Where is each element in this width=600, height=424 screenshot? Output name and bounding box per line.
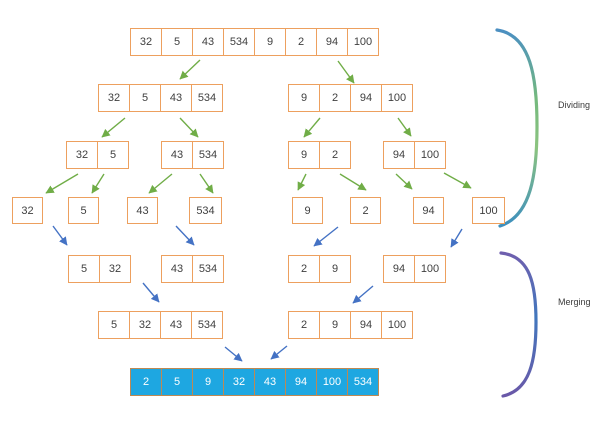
array-cell: 5 xyxy=(98,311,130,339)
array-cell: 9 xyxy=(254,28,286,56)
array-cell: 43 xyxy=(161,141,193,169)
array-cell: 94 xyxy=(383,255,415,283)
merge-arrow xyxy=(224,346,243,362)
array-cell: 9 xyxy=(319,255,351,283)
array-cell: 94 xyxy=(350,84,382,112)
array-cell: 5 xyxy=(97,141,129,169)
array-cell: 100 xyxy=(347,28,379,56)
dividing-label: Dividing xyxy=(558,100,591,110)
array-cell: 100 xyxy=(381,311,413,339)
array-cell: 32 xyxy=(99,255,131,283)
array-cell: 2 xyxy=(319,141,351,169)
array-cell: 32 xyxy=(130,28,162,56)
array-cell: 534 xyxy=(191,311,223,339)
array-cell: 534 xyxy=(192,255,224,283)
array-cell: 2 xyxy=(130,368,162,396)
single-box: 94 xyxy=(413,197,444,224)
single-box: 32 xyxy=(12,197,43,224)
array-cell: 9 xyxy=(288,141,320,169)
array-cell: 32 xyxy=(223,368,255,396)
divide-arrow xyxy=(337,60,355,84)
merge-arrow xyxy=(270,345,288,360)
array-cell: 534 xyxy=(223,28,255,56)
array-cell: 43 xyxy=(161,255,193,283)
divide-arrow xyxy=(179,59,201,80)
array-cell: 94 xyxy=(316,28,348,56)
divide-arrow xyxy=(179,117,199,138)
divide-arrow xyxy=(91,173,105,194)
divide-arrow xyxy=(443,172,472,189)
array-cell: 5 xyxy=(129,84,161,112)
single-box: 9 xyxy=(292,197,323,224)
merging-brace xyxy=(499,251,538,398)
divide-arrow xyxy=(199,173,214,194)
array-cell: 43 xyxy=(254,368,286,396)
array-cell: 32 xyxy=(98,84,130,112)
array-cell: 534 xyxy=(347,368,379,396)
array-cell: 5 xyxy=(161,368,193,396)
array-cell: 9 xyxy=(288,84,320,112)
array-cell: 32 xyxy=(66,141,98,169)
array-cell: 2 xyxy=(288,311,320,339)
array-cell: 32 xyxy=(129,311,161,339)
merge-arrow xyxy=(352,285,374,304)
array-cell: 534 xyxy=(192,141,224,169)
divide-arrow xyxy=(339,173,367,191)
array-cell: 100 xyxy=(381,84,413,112)
divide-arrow xyxy=(297,173,307,191)
array-cell: 9 xyxy=(319,311,351,339)
array-cell: 2 xyxy=(285,28,317,56)
array-cell: 2 xyxy=(319,84,351,112)
divide-arrow xyxy=(303,117,321,138)
array-cell: 534 xyxy=(191,84,223,112)
array-cell: 5 xyxy=(161,28,193,56)
array-cell: 9 xyxy=(192,368,224,396)
single-box: 43 xyxy=(127,197,158,224)
array-cell: 43 xyxy=(160,84,192,112)
array-cell: 43 xyxy=(160,311,192,339)
divide-arrow xyxy=(101,117,126,138)
array-cell: 5 xyxy=(68,255,100,283)
array-cell: 94 xyxy=(350,311,382,339)
array-cell: 100 xyxy=(414,255,446,283)
single-box: 2 xyxy=(350,197,381,224)
single-box: 5 xyxy=(68,197,99,224)
single-box: 534 xyxy=(189,197,222,224)
array-cell: 2 xyxy=(288,255,320,283)
divide-arrow xyxy=(397,117,412,137)
divide-arrow xyxy=(148,173,173,194)
array-cell: 100 xyxy=(316,368,348,396)
merge-arrow xyxy=(175,225,195,246)
merge-arrow xyxy=(450,228,463,248)
merge-arrow xyxy=(313,226,339,247)
merging-label: Merging xyxy=(558,297,591,307)
array-cell: 94 xyxy=(383,141,415,169)
array-cell: 43 xyxy=(192,28,224,56)
single-box: 100 xyxy=(472,197,505,224)
divide-arrow xyxy=(45,173,79,194)
divide-arrow xyxy=(395,173,413,190)
merge-arrow xyxy=(142,282,160,303)
merge-arrow xyxy=(52,225,68,246)
array-cell: 94 xyxy=(285,368,317,396)
array-cell: 100 xyxy=(414,141,446,169)
